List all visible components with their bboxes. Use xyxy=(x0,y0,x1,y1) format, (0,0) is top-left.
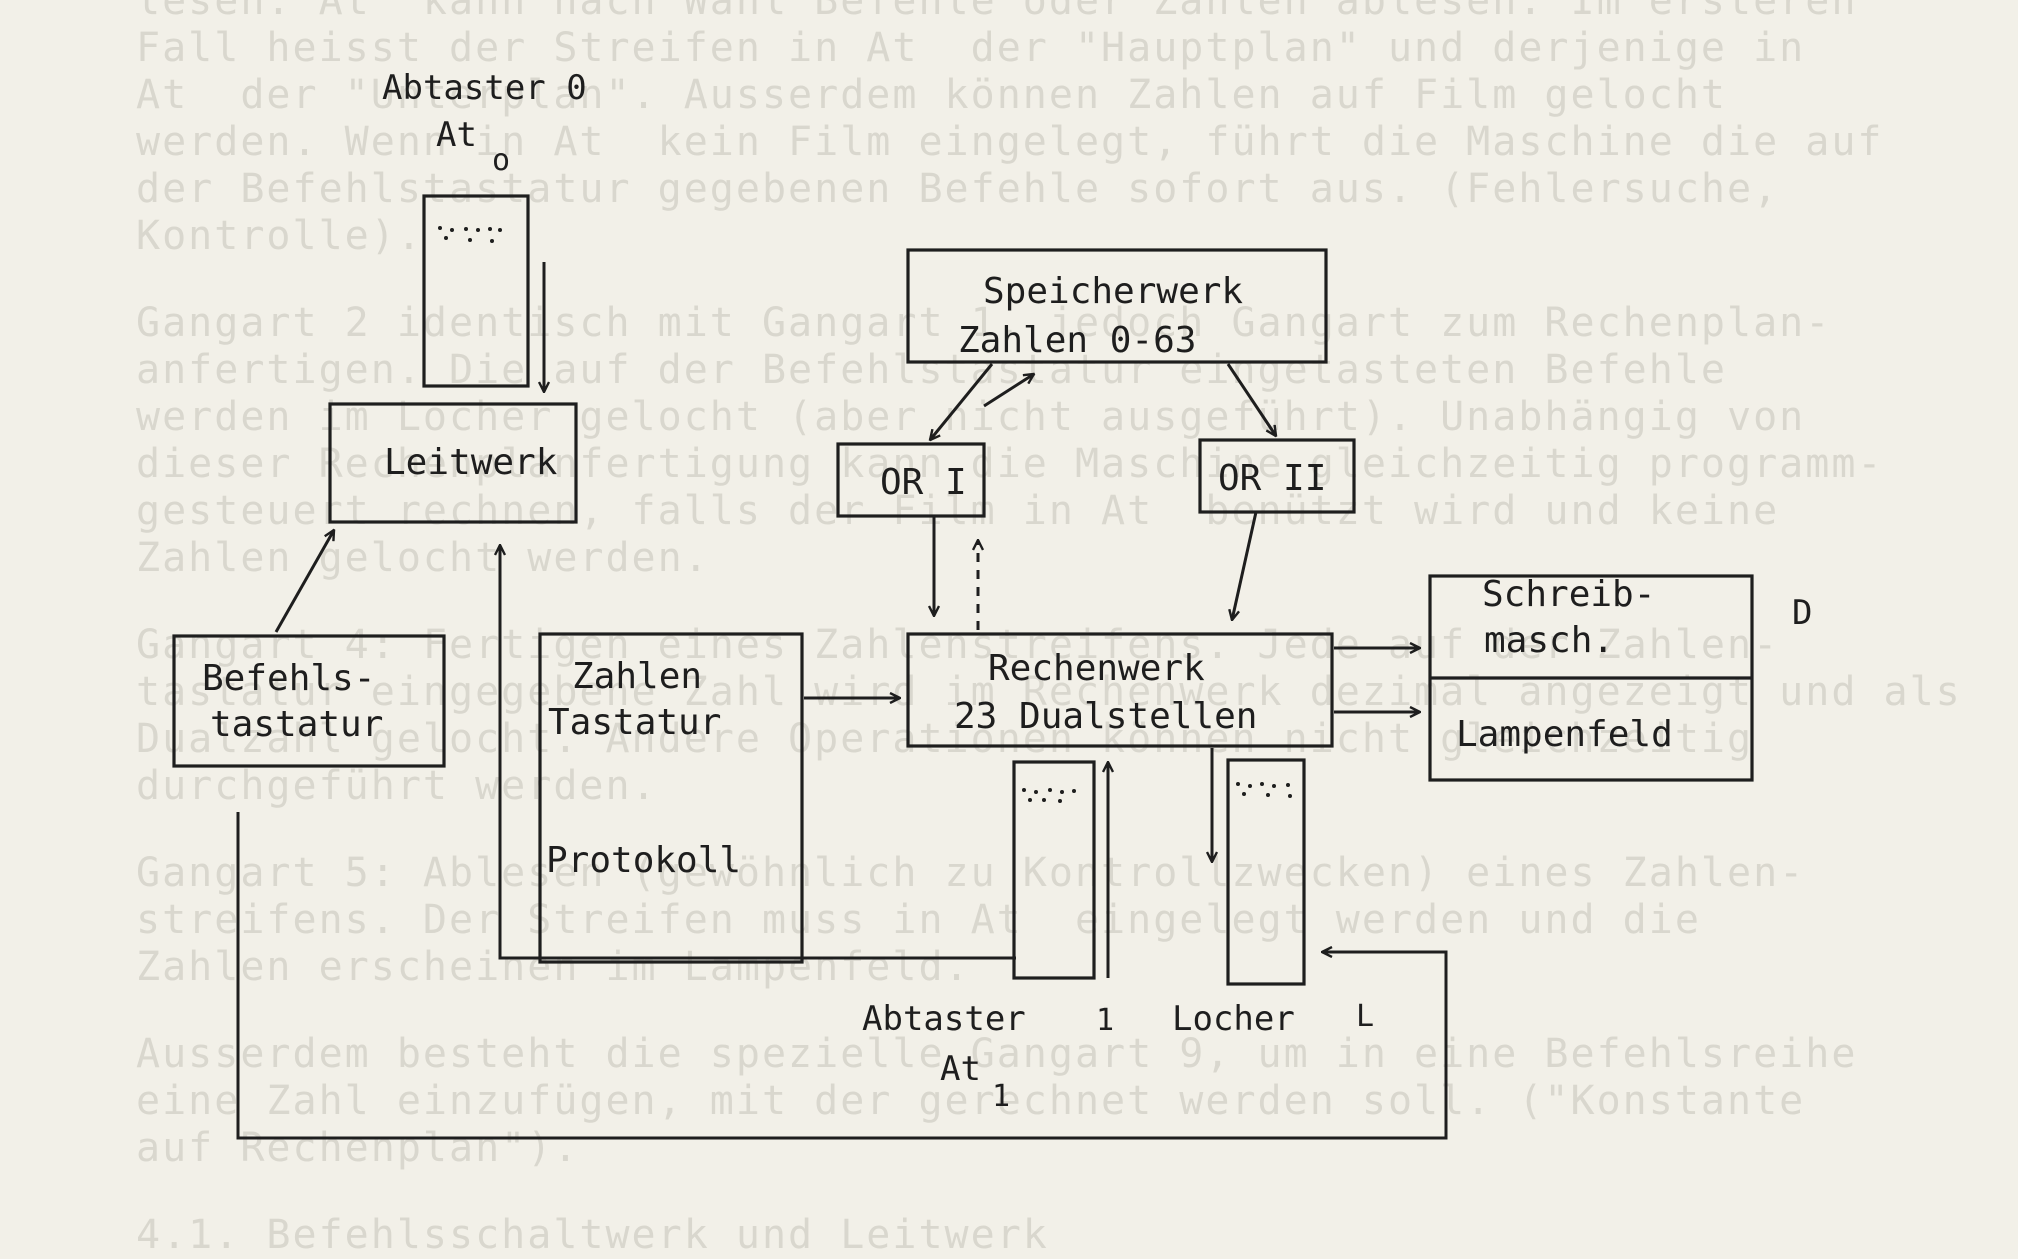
bleed-through-line: Dualzahl gelocht. Andere Operationen kön… xyxy=(136,716,1754,762)
locher-group: Locher L xyxy=(1172,758,1374,1039)
arrow-befehlstastatur-leitwerk xyxy=(274,530,334,633)
abtaster1-title-index: 1 xyxy=(1096,1003,1114,1038)
locher-title-index: L xyxy=(1356,999,1374,1034)
abtaster0-at-index: o xyxy=(492,143,510,178)
bleed-through-text: lesen. At kann nach Wahl Befehle oder Za… xyxy=(136,0,1986,1259)
zahlentastatur-line1: Zahlen xyxy=(572,656,702,697)
bleed-through-line: Zahlen erscheinen im Lampenfeld. xyxy=(136,944,971,990)
rechenwerk-line2: 23 Dualstellen xyxy=(954,696,1257,737)
speicherwerk-line1: Speicherwerk xyxy=(983,271,1243,312)
bleed-through-line: eine Zahl einzufügen, mit der gerechnet … xyxy=(136,1078,1806,1124)
bleed-through-line: Kontrolle). xyxy=(136,213,423,259)
or1-label: OR I xyxy=(880,462,967,503)
protokoll-label: Protokoll xyxy=(546,840,741,881)
abtaster1-box xyxy=(1012,760,1096,980)
arrow-or2-rechenwerk xyxy=(1232,511,1258,620)
bleed-through-line: Fall heisst der Streifen in At der "Haup… xyxy=(136,25,1806,71)
bleed-through-line: Zahlen gelocht werden. xyxy=(136,535,710,581)
bleed-through-line: werden. Wenn in At kein Film eingelegt, … xyxy=(136,119,1884,165)
arrow-speicherwerk-or2 xyxy=(1226,363,1276,436)
locher-title: Locher xyxy=(1172,999,1295,1039)
zahlentastatur-box xyxy=(538,632,804,964)
bleed-through-line: 4.1. Befehlsschaltwerk und Leitwerk xyxy=(136,1212,1049,1258)
abtaster0-group: Abtaster 0 At o xyxy=(382,68,587,388)
bleed-through-line: Ausserdem besteht die spezielle Gangart … xyxy=(136,1031,1858,1077)
bleed-through-line: dieser Rechenplanfertigung kann die Masc… xyxy=(136,441,1884,487)
bleed-through-line: Gangart 2 identisch mit Gangart 1, jedoc… xyxy=(136,300,1832,346)
speicherwerk-box xyxy=(906,248,1328,364)
arrow-speicherwerk-or1 xyxy=(930,363,994,440)
abtaster1-film-dots xyxy=(1022,788,1076,803)
document-page: lesen. At kann nach Wahl Befehle oder Za… xyxy=(136,0,1960,1258)
zahlentastatur-line2: Tastatur xyxy=(548,702,721,743)
lampenfeld-label: Lampenfeld xyxy=(1456,714,1673,755)
schreibmaschine-d-label: D xyxy=(1792,593,1812,633)
arrow-or1-speicherwerk xyxy=(983,374,1034,408)
schreibmaschine-line2: masch. xyxy=(1484,620,1614,661)
leitwerk-box xyxy=(328,402,578,524)
abtaster0-film-dots xyxy=(438,226,502,243)
rechenwerk-box xyxy=(906,632,1334,748)
schreibmaschine-line1: Schreib- xyxy=(1482,574,1655,615)
bleed-through-line: anfertigen. Die auf der Befehlstastatur … xyxy=(136,347,1728,393)
abtaster0-at: At xyxy=(436,115,477,155)
abtaster1-at-index: 1 xyxy=(992,1079,1010,1114)
leitwerk-label: Leitwerk xyxy=(384,442,558,483)
block-diagram: Abtaster 0 At o Leitwerk Speicherwerk Za… xyxy=(172,68,1812,1140)
bleed-through-line: werden im Locher gelocht (aber nicht aus… xyxy=(136,394,1806,440)
or2-label: OR II xyxy=(1218,458,1326,499)
or2-box xyxy=(1198,438,1356,514)
arrow-bottom-loop-locher xyxy=(236,812,1448,1140)
befehlstastatur-line1: Befehls- xyxy=(202,658,375,699)
bleed-through-line: durchgeführt werden. xyxy=(136,763,658,809)
rechenwerk-line1: Rechenwerk xyxy=(988,648,1205,689)
bleed-through-line: der Befehlstastatur gegebenen Befehle so… xyxy=(136,166,1780,212)
abtaster1-group: Abtaster 1 At 1 xyxy=(862,760,1114,1114)
abtaster0-title: Abtaster 0 xyxy=(382,68,587,108)
befehlstastatur-line2: tastatur xyxy=(210,704,383,745)
connectors xyxy=(236,262,1448,1140)
or1-box xyxy=(836,442,986,518)
locher-film-dots xyxy=(1236,782,1292,798)
bleed-through-line: At der "Unterplan". Ausserdem können Zah… xyxy=(136,72,1728,118)
locher-box xyxy=(1226,758,1306,986)
bleed-through-line: streifens. Der Streifen muss in At einge… xyxy=(136,897,1701,943)
speicherwerk-line2: Zahlen 0-63 xyxy=(958,320,1196,361)
bleed-through-line: lesen. At kann nach Wahl Befehle oder Za… xyxy=(136,0,1858,24)
line-protokoll-bottom xyxy=(498,956,1016,960)
bleed-through-line: Gangart 5: Ablesen (gewöhnlich zu Kontro… xyxy=(136,850,1806,896)
befehlstastatur-box xyxy=(172,634,446,768)
bleed-through-line: auf Rechenplan"). xyxy=(136,1125,580,1171)
abtaster1-at: At xyxy=(940,1049,981,1089)
abtaster1-title: Abtaster xyxy=(862,999,1026,1039)
abtaster0-box xyxy=(422,194,530,388)
bleed-through-line: Gangart 4: Fertigen eines Zahlenstreifen… xyxy=(136,622,1780,668)
